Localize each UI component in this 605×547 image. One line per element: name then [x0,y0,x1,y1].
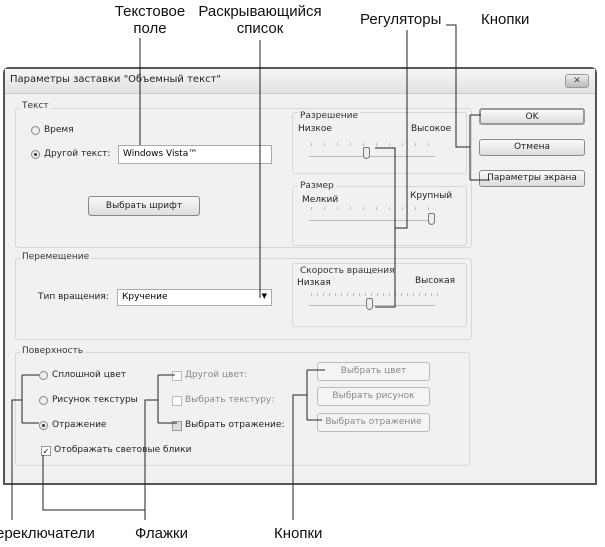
callout-buttons-top: Кнопки [481,11,530,28]
line-sliders [375,30,408,308]
radio-time-label: Время [44,125,74,135]
other-color-label: Другой цвет: [185,370,248,380]
callout-text-field: Текстовое поле [114,3,186,37]
rotation-type-label: Тип вращения: [38,292,109,302]
resolution-slider-track[interactable] [309,156,435,157]
cancel-button[interactable]: Отмена [479,139,585,156]
speed-group [292,263,467,327]
text-input[interactable]: Windows Vista™ [118,145,272,164]
motion-label: Перемещение [20,252,92,262]
title-bar: Параметры заставки "Объемный текст" ✕ [5,69,595,94]
line-buttons-top [446,24,490,181]
choose-reflection-label: Выбрать отражение: [185,420,285,430]
callout-sliders: Регуляторы [360,11,442,28]
line-checkboxes [42,374,177,520]
speed-label: Скорость вращения [298,266,397,276]
resolution-max: Высокое [411,124,452,134]
size-slider-track[interactable] [309,220,435,221]
rotation-type-dropdown[interactable]: Кручение ▼ [117,289,272,306]
motion-group [15,258,472,340]
resolution-min: Низкое [298,124,332,134]
speed-ticks [311,293,441,296]
highlights-label: Отображать световые блики [54,445,192,455]
radio-reflection-label: Отражение [52,420,107,430]
radio-other-text-label: Другой текст: [44,149,111,159]
radio-texture[interactable] [39,396,48,405]
size-ticks [311,207,441,210]
other-color-checkbox[interactable] [172,371,182,381]
ok-button[interactable]: OK [479,108,585,125]
radio-other-text[interactable] [31,150,40,159]
radio-solid-color[interactable] [39,371,48,380]
dialog-title: Параметры заставки "Объемный текст" [10,74,222,85]
screensaver-dialog: Параметры заставки "Объемный текст" ✕ [3,67,597,485]
choose-texture-checkbox[interactable] [172,396,182,406]
speed-slider-thumb[interactable] [366,298,373,310]
surface-group [15,352,470,466]
resolution-group [292,112,467,174]
radio-solid-color-label: Сплошной цвет [52,370,126,380]
resolution-ticks [311,143,441,146]
radio-time[interactable] [31,126,40,135]
size-max: Крупный [410,191,453,201]
highlights-checkbox[interactable]: ✓ [41,446,51,456]
size-label: Размер [298,181,336,191]
resolution-slider-thumb[interactable] [363,147,370,159]
radio-texture-label: Рисунок текстуры [52,395,138,405]
line-buttons-bottom [292,369,325,520]
size-slider-thumb[interactable] [428,213,435,225]
rotation-type-value: Кручение [122,292,168,302]
surface-label: Поверхность [20,346,86,356]
speed-max: Высокая [415,276,456,286]
screen-settings-button[interactable]: Параметры экрана [479,170,585,187]
callout-dropdown: Раскрывающийся список [198,3,322,37]
resolution-label: Разрешение [298,111,361,121]
size-group [292,186,467,246]
choose-font-button[interactable]: Выбрать шрифт [88,196,200,216]
radio-reflection[interactable] [39,421,48,430]
close-icon[interactable]: ✕ [565,74,589,88]
choose-reflection-checkbox[interactable] [172,421,182,431]
text-group [15,108,472,248]
text-group-label: Текст [20,101,51,111]
line-radios [11,374,39,520]
callout-checkboxes: Флажки [135,525,188,542]
choose-color-button[interactable]: Выбрать цвет [317,362,430,381]
callout-radios: ереключатели [0,525,95,542]
choose-picture-button[interactable]: Выбрать рисунок [317,387,430,406]
chevron-down-icon[interactable]: ▼ [261,292,267,300]
speed-min: Низкая [297,278,331,288]
choose-reflection-button[interactable]: Выбрать отражение [317,413,430,432]
choose-texture-label: Выбрать текстуру: [185,395,275,405]
size-min: Мелкий [302,195,339,205]
callout-buttons-bottom: Кнопки [274,525,323,542]
